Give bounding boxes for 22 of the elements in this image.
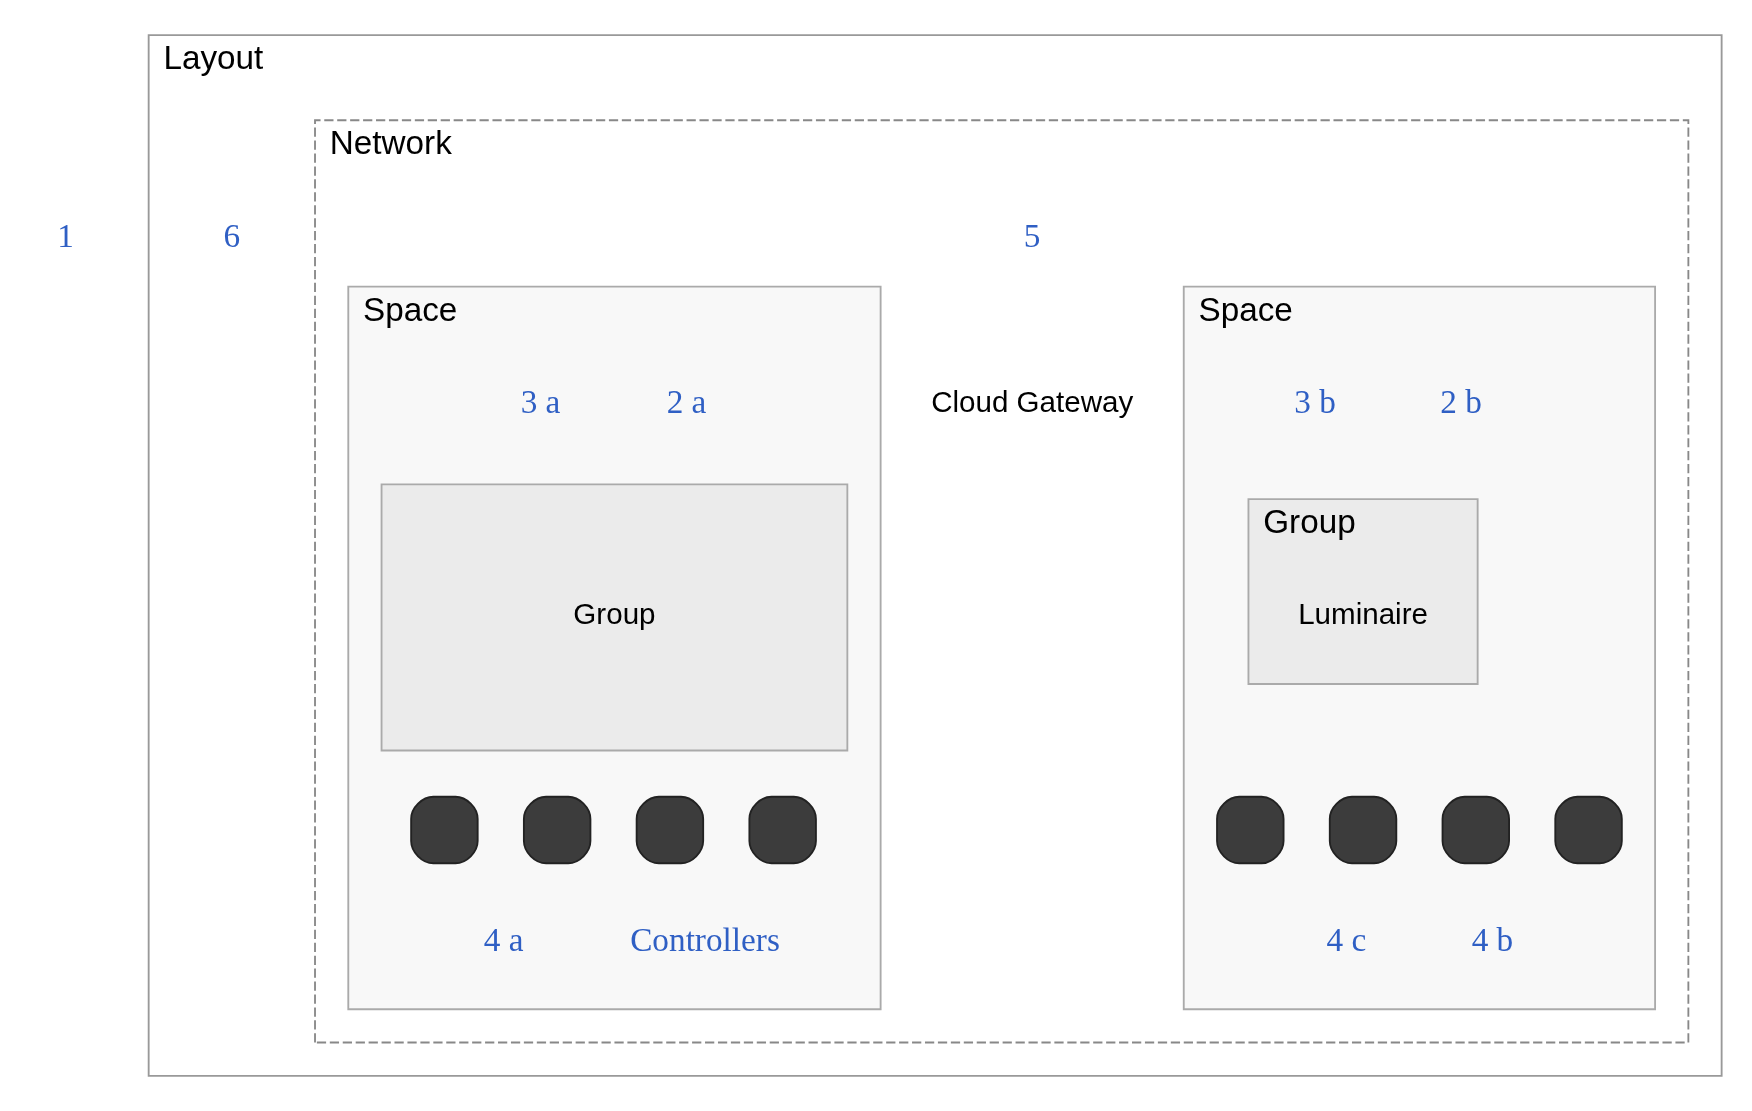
node-box bbox=[1328, 795, 1398, 865]
label: 4 a bbox=[483, 920, 524, 958]
label: 2 a bbox=[666, 382, 707, 420]
node-box bbox=[1441, 795, 1510, 865]
node-box bbox=[748, 795, 817, 865]
node-box bbox=[522, 795, 592, 865]
node-text: Luminaire bbox=[1298, 597, 1428, 631]
node-text: Cloud Gateway bbox=[931, 384, 1134, 418]
node-box bbox=[410, 795, 479, 865]
label: 1 bbox=[57, 216, 74, 254]
label: 4 c bbox=[1326, 920, 1367, 958]
label: 5 bbox=[1023, 216, 1041, 254]
label: 2 b bbox=[1440, 382, 1482, 420]
label: 3 b bbox=[1294, 382, 1336, 420]
node-box bbox=[1216, 795, 1285, 865]
label: Controllers bbox=[630, 920, 780, 958]
node-box bbox=[1554, 795, 1623, 865]
label: 4 b bbox=[1471, 920, 1514, 958]
node-box: Group bbox=[380, 483, 849, 752]
node-box bbox=[635, 795, 705, 865]
label: 3 a bbox=[520, 382, 561, 420]
label: 6 bbox=[223, 216, 241, 254]
